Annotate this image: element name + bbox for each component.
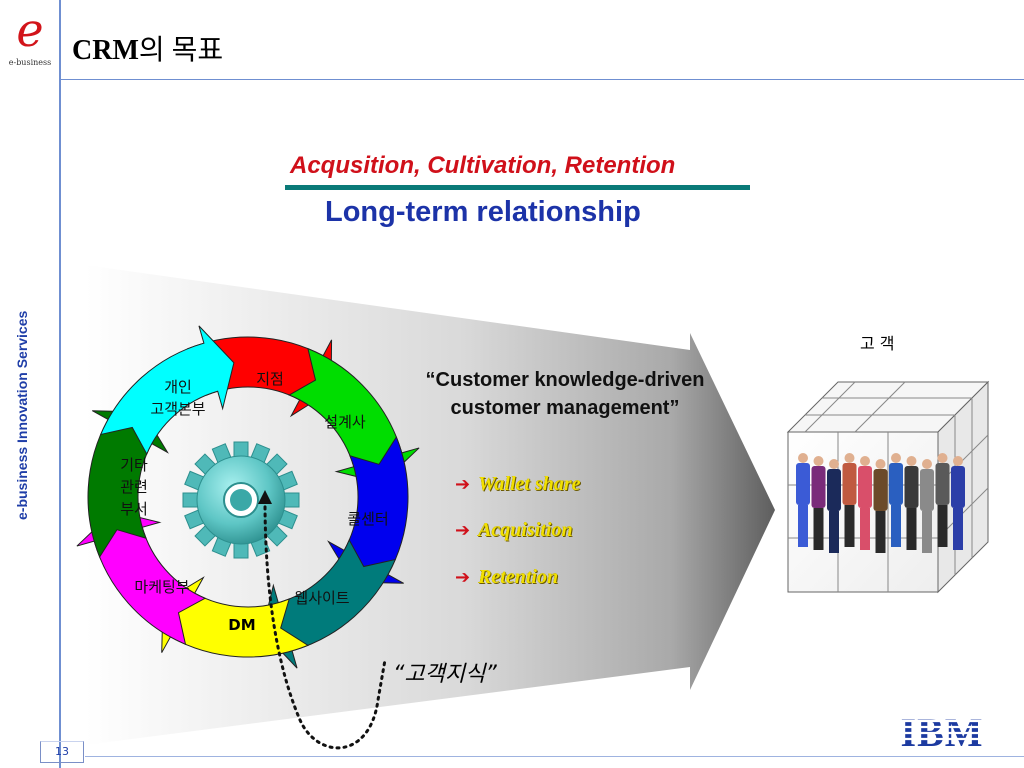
headline-strategy: Acqusition, Cultivation, Retention bbox=[290, 152, 676, 179]
quote-line-1: “Customer knowledge-driven bbox=[425, 369, 705, 391]
bullet-acquisition: ➔ Acquisition bbox=[455, 519, 573, 542]
bullet-label: Wallet share bbox=[478, 473, 581, 495]
title-korean: 의 목표 bbox=[138, 35, 224, 66]
knowledge-quote: “Customer knowledge-driven customer mana… bbox=[380, 366, 750, 422]
arrow-bullet-icon: ➔ bbox=[455, 567, 471, 588]
ibm-logo: IBM bbox=[895, 712, 989, 752]
e-business-logo: e bbox=[16, 3, 44, 57]
cycle-segment bbox=[99, 325, 235, 456]
arrow-bullet-icon: ➔ bbox=[455, 520, 471, 541]
customer-label: 고 객 bbox=[860, 334, 895, 353]
person-figure bbox=[827, 459, 841, 553]
people-cube-image bbox=[786, 380, 990, 594]
logo-subtitle: e-business bbox=[8, 58, 52, 67]
person-figure bbox=[904, 456, 919, 550]
bullet-label: Acquisition bbox=[478, 519, 573, 541]
cycle-segment-label: 마케팅부 bbox=[134, 578, 190, 596]
channel-cycle bbox=[76, 325, 420, 669]
knowledge-label: “고객지식” bbox=[393, 662, 497, 687]
cycle-segment-label: 설계사 bbox=[324, 413, 366, 431]
cycle-segment-label: 콜센터 bbox=[347, 510, 389, 528]
quote-line-2: customer management” bbox=[450, 397, 680, 419]
bullet-wallet-share: ➔ Wallet share bbox=[455, 473, 581, 496]
person-figure bbox=[873, 459, 888, 553]
title-latin: CRM bbox=[72, 35, 139, 66]
footer-divider bbox=[85, 756, 1024, 757]
arrow-bullet-icon: ➔ bbox=[455, 474, 471, 495]
bullet-retention: ➔ Retention bbox=[455, 566, 558, 589]
headline-rule bbox=[285, 185, 750, 190]
person-figure bbox=[935, 453, 950, 547]
person-figure bbox=[889, 453, 903, 547]
person-figure bbox=[951, 456, 965, 550]
cycle-segment-label: 웹사이트 bbox=[294, 589, 350, 607]
person-figure bbox=[858, 456, 872, 550]
person-figure bbox=[842, 453, 857, 547]
cycle-segment-label: DM bbox=[228, 616, 256, 634]
knowledge-flow-path bbox=[263, 498, 387, 750]
page-title: CRM의 목표 bbox=[72, 28, 223, 68]
bullet-label: Retention bbox=[478, 566, 559, 588]
person-figure bbox=[811, 456, 826, 550]
person-figure bbox=[920, 459, 934, 553]
gear-icon bbox=[182, 441, 300, 559]
cycle-segment-label: 지점 bbox=[256, 370, 284, 388]
knowledge-arrowhead bbox=[258, 490, 272, 504]
headline-relationship: Long-term relationship bbox=[325, 196, 641, 228]
person-figure bbox=[796, 453, 810, 547]
page-number: 13 bbox=[40, 741, 84, 763]
header-divider bbox=[61, 79, 1024, 80]
left-rail-divider bbox=[59, 0, 61, 768]
